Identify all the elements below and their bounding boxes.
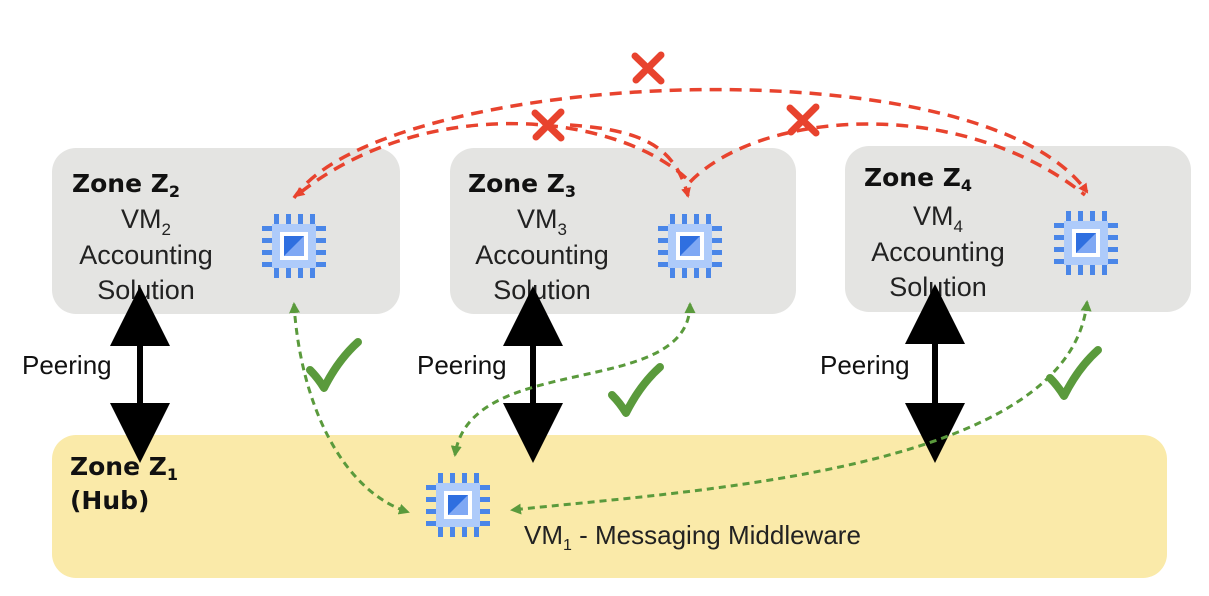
peering-label-z2: Peering — [22, 350, 112, 380]
hub-zone-subtitle: (Hub) — [70, 486, 149, 515]
vm-role-line1-z2: Accounting — [79, 240, 213, 270]
checkmark-icon — [306, 338, 362, 392]
hub-zone-title: Zone Z1 — [70, 452, 178, 484]
hub-zone-box — [52, 435, 1167, 578]
cross-icon — [786, 103, 820, 137]
cross-icon — [631, 51, 665, 85]
zone-title-z2: Zone Z2 — [72, 169, 180, 201]
checkmark-icon — [608, 363, 664, 417]
cross-icon — [531, 108, 565, 142]
vm-label-z3: VM3 — [517, 204, 567, 239]
vm-role-line1-z3: Accounting — [475, 240, 609, 270]
allowed-flow-z2-hub — [289, 302, 410, 515]
hub-vm-label: VM1 - Messaging Middleware — [524, 520, 861, 554]
zone-title-z3: Zone Z3 — [468, 169, 576, 201]
peering-label-z3: Peering — [417, 350, 507, 380]
blocked-flow-z3-z3 — [569, 123, 691, 198]
blocked-flow-z3-z2 — [294, 121, 688, 198]
vm-role-line2-z3: Solution — [493, 275, 591, 305]
vm-label-z2: VM2 — [121, 204, 171, 239]
checkmark-icon — [1046, 346, 1102, 400]
blocked-flow-z2-z4 — [292, 87, 1089, 199]
peering-label-z4: Peering — [820, 350, 910, 380]
blocked-flow-z3-z4 — [688, 122, 1087, 197]
vm-role-line2-z4: Solution — [889, 272, 987, 302]
allowed-flow-z4-hub — [510, 300, 1092, 515]
vm-label-z4: VM4 — [913, 201, 963, 236]
vm-role-line1-z4: Accounting — [871, 237, 1005, 267]
vm-role-line2-z2: Solution — [97, 275, 195, 305]
zone-title-z4: Zone Z4 — [864, 163, 972, 195]
